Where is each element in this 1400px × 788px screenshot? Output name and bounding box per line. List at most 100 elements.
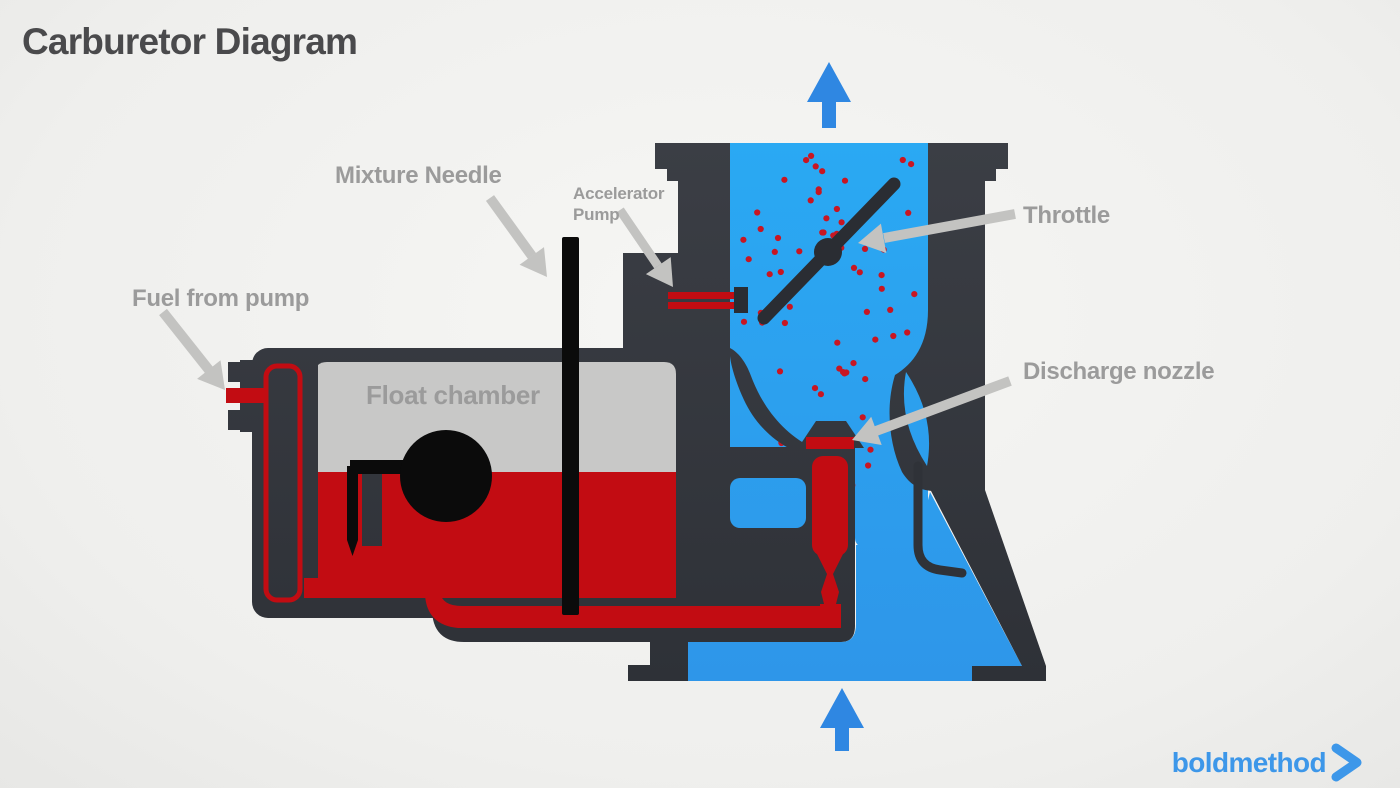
- passage-window-left: [730, 478, 806, 528]
- float-assembly: [347, 430, 492, 556]
- nozzle-tube: [812, 456, 848, 556]
- mist-dot: [841, 177, 849, 184]
- airflow-arrow-top: [807, 62, 851, 128]
- float-ball: [400, 430, 492, 522]
- mist-dot: [872, 336, 879, 343]
- nozzle-outlet: [806, 437, 854, 449]
- mist-dot: [771, 248, 778, 255]
- left-foot: [628, 642, 688, 681]
- valve-guide-block: [362, 472, 382, 546]
- mist-dot: [859, 414, 866, 421]
- mist-dot: [740, 236, 747, 243]
- label-accelerator-pump-line1: Accelerator: [573, 184, 665, 203]
- mixture-needle-rod: [562, 237, 579, 615]
- mist-dot: [867, 446, 874, 453]
- label-accelerator-pump-line2: Pump: [573, 205, 619, 224]
- mist-dot: [908, 161, 915, 168]
- label-throttle: Throttle: [1023, 202, 1110, 229]
- vent-tube: [913, 461, 967, 578]
- inlet-valve-well: [263, 363, 303, 603]
- airflow-arrow-bottom: [820, 688, 864, 751]
- chamber-baffle: [304, 362, 318, 578]
- mist-dot: [776, 368, 784, 375]
- mist-dot: [777, 268, 784, 276]
- mist-dot: [774, 234, 782, 242]
- mist-dot: [781, 319, 789, 327]
- mist-dot: [911, 291, 918, 298]
- mist-dot: [850, 264, 858, 271]
- fuel-system: [425, 437, 854, 628]
- label-float-chamber: Float chamber: [366, 380, 540, 410]
- mist-dot: [740, 318, 748, 325]
- mist-dot: [745, 256, 752, 263]
- mist-dot: [754, 209, 761, 216]
- fuel-from-pump-pointer-icon: [159, 308, 225, 390]
- carburetor-body-right: [889, 143, 1046, 681]
- chamber-fuel: [304, 472, 676, 598]
- mist-dot: [811, 385, 819, 392]
- mist-dot: [796, 248, 803, 255]
- inlet-flange-top: [228, 362, 242, 382]
- mist-dot: [823, 215, 830, 222]
- chamber-air-space: [315, 362, 676, 472]
- passage-window-right: [855, 478, 917, 548]
- mist-dot: [841, 370, 848, 377]
- logo-text: boldmethod: [1172, 747, 1326, 778]
- mist-dot: [815, 189, 822, 196]
- throttle-shaft: [814, 238, 842, 266]
- pump-outlet-block: [734, 287, 748, 313]
- mist-dot: [861, 245, 869, 252]
- mist-dot: [812, 163, 819, 170]
- mist-dot: [786, 303, 793, 310]
- mist-dot: [819, 168, 826, 175]
- mist-dot: [836, 365, 843, 372]
- mist-dot: [904, 329, 911, 336]
- label-fuel-from-pump: Fuel from pump: [132, 285, 309, 312]
- logo-chevron-icon: [1331, 743, 1362, 782]
- logo: boldmethod: [1172, 743, 1362, 782]
- mist-dot: [781, 176, 788, 183]
- mixture-needle-pointer-icon: [485, 195, 547, 277]
- mist-dot: [817, 391, 825, 398]
- mist-dot: [863, 308, 871, 315]
- pump-jet-upper: [668, 292, 734, 299]
- mist-dot: [834, 339, 841, 346]
- label-discharge-nozzle: Discharge nozzle: [1023, 358, 1214, 385]
- mist-dot: [850, 360, 857, 367]
- throttle-pointer-icon: [858, 209, 1016, 253]
- page-title: Carburetor Diagram: [22, 21, 357, 62]
- mist-dot: [878, 285, 885, 292]
- mist-dot: [887, 306, 894, 313]
- discharge-nozzle-pointer-icon: [852, 376, 1012, 445]
- nozzle-taper: [814, 548, 846, 574]
- mist-dot: [766, 271, 773, 278]
- mist-dot: [899, 156, 906, 164]
- intake-bell: [688, 492, 1044, 681]
- callout-pointers: [159, 195, 1016, 445]
- mist-dot: [757, 225, 764, 233]
- mist-dot: [878, 272, 885, 279]
- mist-dot: [856, 269, 863, 276]
- float-arm: [350, 460, 412, 474]
- pump-jet-lower: [668, 302, 734, 309]
- air-passage-lower: [688, 478, 1044, 681]
- accelerator-pump-jet: [668, 287, 748, 313]
- mist-dot: [862, 376, 869, 383]
- mist-dot: [819, 229, 826, 236]
- throttle-plate: [757, 177, 901, 325]
- mist-dot: [807, 197, 814, 204]
- mist-dot: [905, 209, 912, 216]
- mist-dot: [890, 332, 897, 340]
- nozzle-elbow: [820, 604, 841, 628]
- venturi-vane-left: [730, 348, 811, 457]
- mist-dot: [833, 205, 841, 213]
- nozzle-pinch: [821, 574, 839, 608]
- needle-valve: [347, 466, 358, 556]
- mist-dot: [838, 219, 845, 226]
- left-flange: [655, 143, 730, 253]
- label-mixture-needle: Mixture Needle: [335, 162, 502, 189]
- inlet-flange-bottom: [228, 410, 242, 430]
- right-wall: [928, 143, 1046, 681]
- main-fuel-duct: [425, 592, 841, 628]
